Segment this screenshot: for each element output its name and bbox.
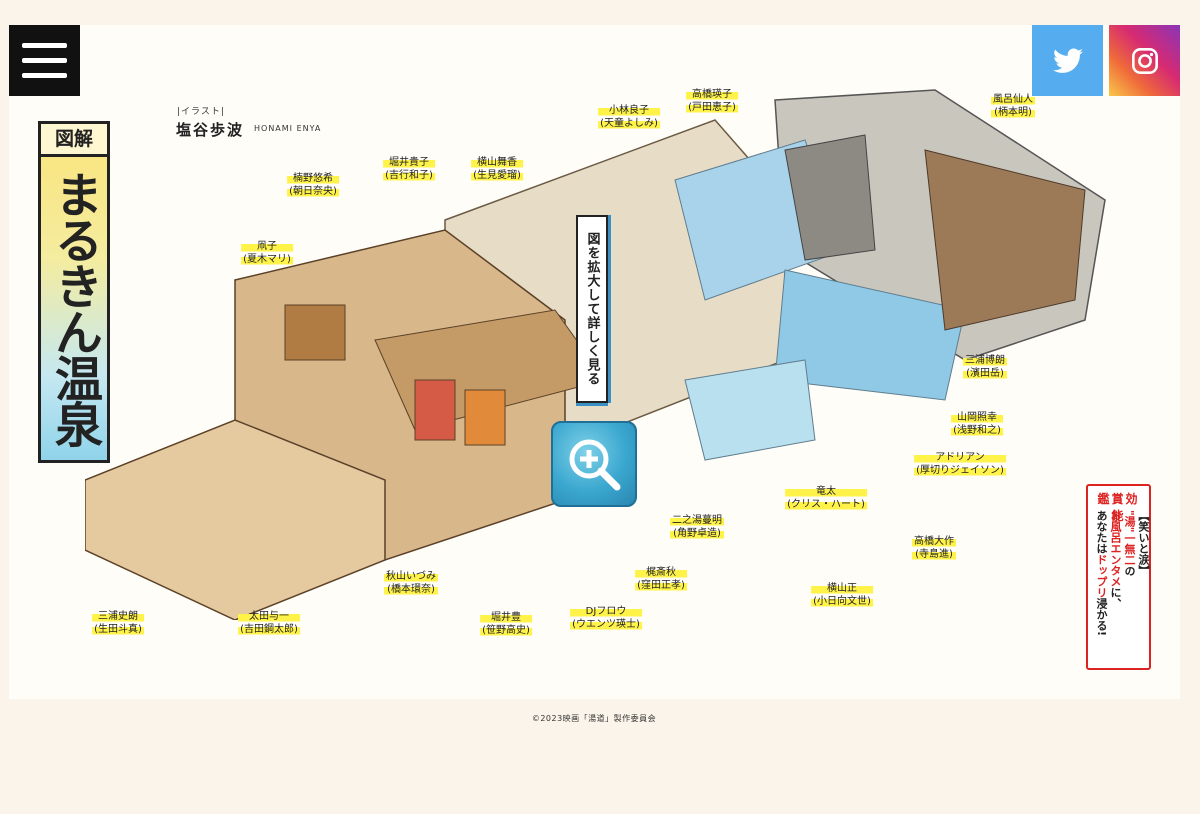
twitter-button[interactable] (1032, 25, 1103, 96)
character-label-4: 堀井貴子(吉行和子) (383, 156, 435, 182)
instagram-button[interactable] (1109, 25, 1180, 96)
character-label-10: アドリアン(厚切りジェイソン) (914, 451, 1006, 477)
zoom-in-magnifier-icon (569, 439, 621, 491)
character-label-3: 風呂仙人(柄本明) (991, 93, 1035, 119)
instagram-camera-icon (1131, 47, 1158, 74)
hamburger-menu-button[interactable] (9, 25, 80, 96)
character-label-13: 二之湯蔓明(角野卓造) (670, 514, 724, 540)
effect-text: 【笑いと涙】 "湯"一無二の お風呂エンタメに、 あなたはドップリ浸かる! (1095, 510, 1150, 637)
character-label-17: 堀井豊(笹野高史) (480, 611, 532, 637)
character-label-11: 竜太(クリス・ハート) (785, 485, 867, 511)
character-label-8: 三浦博朗(濱田岳) (963, 354, 1007, 380)
building-front-wing (85, 229, 606, 620)
character-label-7: 凧子(夏木マリ) (241, 240, 293, 266)
character-label-16: DJフロウ(ウエンツ瑛士) (570, 605, 642, 631)
character-label-18: 秋山いづみ(橋本環奈) (384, 570, 438, 596)
character-label-6: 楠野悠希(朝日奈央) (287, 172, 339, 198)
character-label-12: 高橋大作(寺島進) (912, 535, 956, 561)
twitter-bird-icon (1052, 47, 1083, 73)
character-label-5: 横山舞香(生見愛瑠) (471, 156, 523, 182)
page-title: まるきん温泉 (46, 170, 102, 446)
illustrator-romanized: HONAMI ENYA (254, 124, 322, 133)
title-banner: 図解 まるきん温泉 (38, 121, 110, 463)
character-label-15: 梶斎秋(窪田正孝) (635, 566, 687, 592)
zoom-instruction-label[interactable]: 図を拡大して詳しく見る (576, 215, 608, 403)
onsen-cutaway-illustration (85, 89, 1106, 620)
copyright: ©2023映画「湯道」製作委員会 (531, 714, 657, 723)
title-sub: 図解 (41, 124, 107, 157)
zoom-button[interactable] (551, 421, 637, 507)
character-label-14: 横山正(小日向文世) (811, 582, 873, 608)
building-back-wing (444, 89, 1106, 471)
character-label-19: 太田与一(吉田鋼太郎) (238, 610, 300, 636)
character-label-9: 山岡照幸(浅野和之) (951, 411, 1003, 437)
effect-heading: 鑑賞効能 (1097, 492, 1140, 523)
character-label-1: 小林良子(天童よしみ) (598, 104, 660, 130)
effect-box: 鑑賞効能 【笑いと涙】 "湯"一無二の お風呂エンタメに、 あなたはドップリ浸か… (1086, 484, 1151, 670)
illustration-credit-role: |イラスト| (177, 107, 225, 117)
illustrator-name: 塩谷歩波 (176, 121, 245, 139)
character-label-2: 高橋瑛子(戸田恵子) (686, 88, 738, 114)
character-label-20: 三浦史朗(生田斗真) (92, 610, 144, 636)
